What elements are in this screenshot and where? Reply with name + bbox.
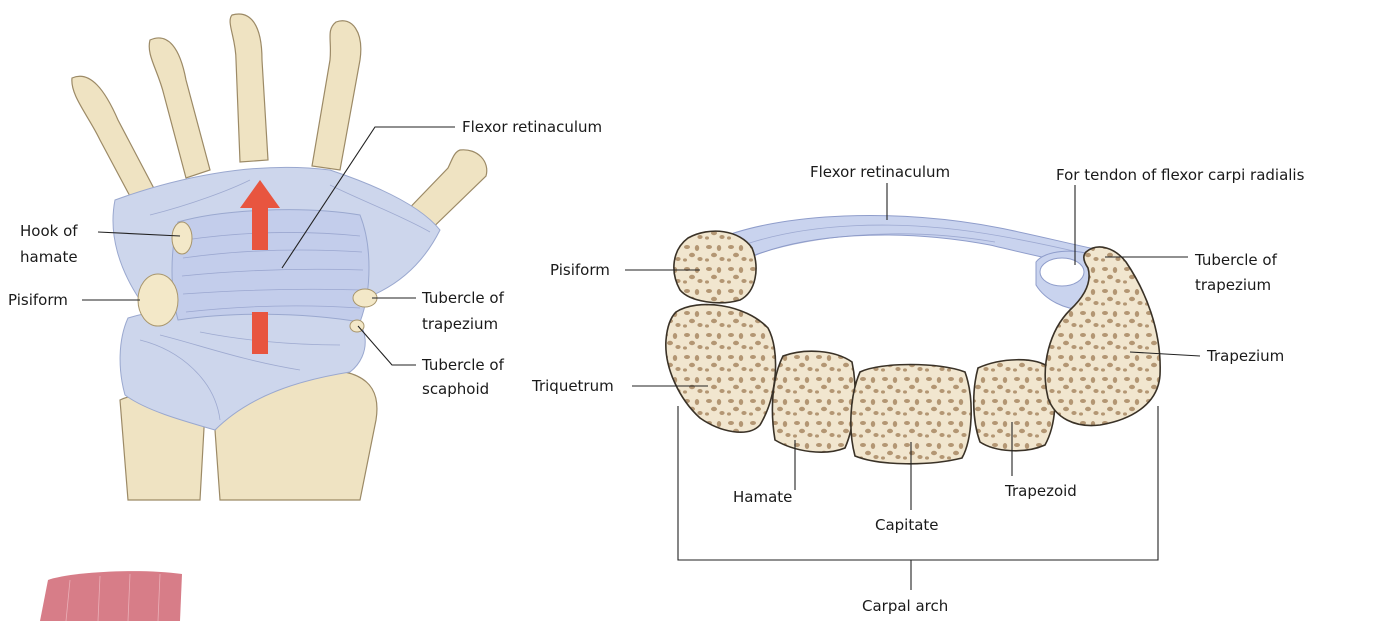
metacarpal-bone	[312, 21, 361, 170]
label-tubercle-trapezium-left-line1: Tubercle of	[421, 289, 505, 307]
label-pisiform-right: Pisiform	[550, 261, 610, 279]
label-capitate: Capitate	[875, 516, 939, 534]
label-flexor-retinaculum-left: Flexor retinaculum	[462, 118, 602, 136]
pisiform-bone	[138, 274, 178, 326]
pisiform-bone-section	[674, 231, 756, 303]
forearm-muscle	[40, 571, 182, 621]
label-tubercle-trapezium-right-line1: Tubercle of	[1194, 251, 1278, 269]
carpal-bones	[666, 231, 1160, 464]
label-pisiform-left: Pisiform	[8, 291, 68, 309]
metacarpal-bone	[230, 14, 268, 162]
label-tubercle-trapezium-right-line2: trapezium	[1195, 276, 1271, 294]
label-flexor-carpi-radialis: For tendon of flexor carpi radialis	[1056, 166, 1305, 184]
label-hook-of-hamate-line1: Hook of	[20, 222, 78, 240]
label-flexor-retinaculum-right: Flexor retinaculum	[810, 163, 950, 181]
label-hamate: Hamate	[733, 488, 792, 506]
fcr-tendon-space	[1040, 258, 1084, 286]
label-tubercle-trapezium-left-line2: trapezium	[422, 315, 498, 333]
hook-of-hamate	[172, 222, 192, 254]
label-tubercle-scaphoid-line2: scaphoid	[422, 380, 489, 398]
label-carpal-arch: Carpal arch	[862, 597, 948, 615]
label-trapezoid: Trapezoid	[1004, 482, 1077, 500]
label-trapezium: Trapezium	[1206, 347, 1284, 365]
triquetrum-bone-section	[666, 305, 776, 433]
trapezoid-bone-section	[974, 360, 1055, 451]
hamate-bone-section	[772, 351, 855, 452]
flexor-retinaculum-band	[172, 210, 369, 322]
label-hook-of-hamate-line2: hamate	[20, 248, 78, 266]
label-tubercle-scaphoid-line1: Tubercle of	[421, 356, 505, 374]
metacarpal-bone	[149, 38, 210, 178]
label-triquetrum: Triquetrum	[531, 377, 614, 395]
wrist-illustration	[40, 14, 487, 621]
retinaculum-arch	[715, 216, 1100, 311]
